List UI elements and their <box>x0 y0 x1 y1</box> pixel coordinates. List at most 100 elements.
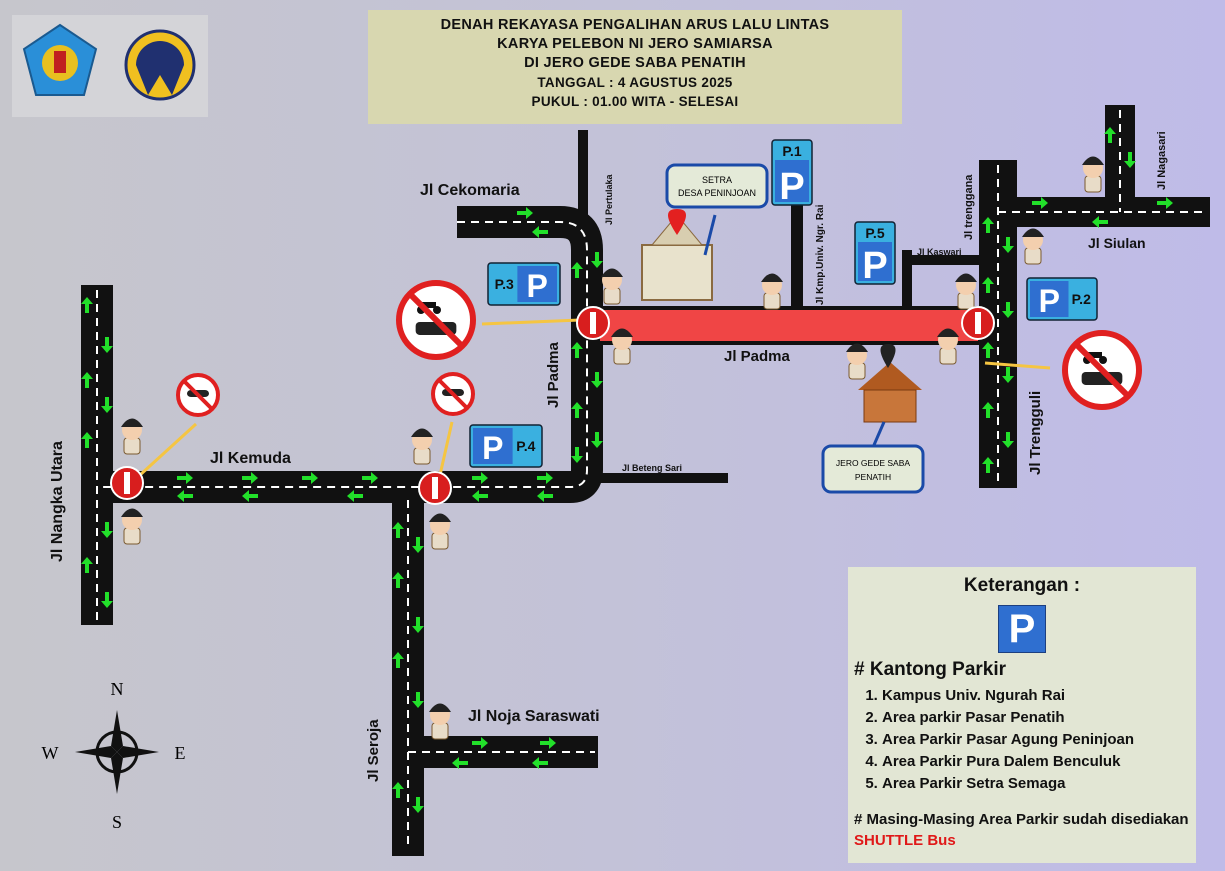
police-officer-icon <box>955 273 977 310</box>
direction-arrow-icon <box>81 372 93 388</box>
direction-arrow-icon <box>1124 152 1136 168</box>
closed-road-jl-padma <box>596 306 982 345</box>
no-car-sign-icon <box>176 373 220 417</box>
label-jl-nagasari: Jl Nagasari <box>1156 131 1168 190</box>
direction-arrow-icon <box>591 372 603 388</box>
setra-label-box: SETRA DESA PENINJOAN <box>665 163 769 209</box>
direction-arrow-icon <box>1002 432 1014 448</box>
direction-arrow-icon <box>537 472 553 484</box>
parking-list-item: Area Parkir Pasar Agung Peninjoan <box>882 729 1196 751</box>
direction-arrow-icon <box>1002 302 1014 318</box>
label-jl-trenggana: Jl trenggana <box>963 174 975 240</box>
direction-arrow-icon <box>1002 237 1014 253</box>
label-jl-pertulaka: Jl Pertulaka <box>604 173 614 225</box>
police-officer-icon <box>937 328 959 365</box>
label-jl-padma-vertical: Jl Padma <box>545 341 562 408</box>
direction-arrow-icon <box>472 737 488 749</box>
police-officer-icon <box>429 703 451 740</box>
direction-arrow-icon <box>177 472 193 484</box>
direction-arrow-icon <box>392 782 404 798</box>
title-line-3: DI JERO GEDE SABA PENATIH <box>524 55 746 71</box>
direction-arrow-icon <box>362 472 378 484</box>
label-jl-kmp-univ: Jl Kmp.Univ. Ngr. Rai <box>815 204 826 305</box>
direction-arrow-icon <box>392 652 404 668</box>
label-jl-kaswari: Jl Kaswari <box>917 247 962 257</box>
shuttle-bus-highlight: SHUTTLE Bus <box>854 832 956 849</box>
label-jl-trengguli: Jl Trengguli <box>1027 391 1044 475</box>
police-officer-icon <box>1082 156 1104 193</box>
label-jl-cekomaria: Jl Cekomaria <box>420 182 520 199</box>
police-officer-icon <box>601 268 623 305</box>
logos <box>22 23 196 101</box>
event-date: TANGGAL : 4 AGUSTUS 2025 <box>537 75 733 90</box>
label-jl-padma-horizontal: Jl Padma <box>724 348 791 365</box>
direction-arrow-icon <box>532 757 548 769</box>
shuttle-note: # Masing-Masing Area Parkir sudah disedi… <box>854 809 1196 851</box>
direction-arrow-icon <box>540 737 556 749</box>
compass-n: N <box>111 679 124 699</box>
direction-arrow-icon <box>1002 367 1014 383</box>
direction-arrow-icon <box>517 207 533 219</box>
legend-heading: Keterangan : <box>963 575 1081 596</box>
direction-arrow-icon <box>472 472 488 484</box>
no-car-motorcycle-sign-icon <box>1062 330 1142 410</box>
direction-arrow-icon <box>982 277 994 293</box>
parking-sign-p1: PP.1 <box>771 139 813 208</box>
no-entry-sign-icon <box>961 306 995 340</box>
no-car-sign-icon <box>431 372 475 416</box>
parking-label: P.3 <box>495 276 514 292</box>
direction-arrow-icon <box>472 490 488 502</box>
parking-label: P.5 <box>865 225 884 241</box>
direction-arrow-icon <box>347 490 363 502</box>
parking-symbol: P <box>1039 283 1060 319</box>
no-entry-sign-icon <box>418 471 452 505</box>
label-jl-beteng-sari: Jl Beteng Sari <box>622 463 682 473</box>
direction-arrow-icon <box>571 447 583 463</box>
direction-arrow-icon <box>392 572 404 588</box>
compass-w: W <box>42 743 59 763</box>
setra-label-2: DESA PENINJOAN <box>678 188 756 198</box>
police-officer-icon <box>411 428 433 465</box>
direction-arrow-icon <box>591 252 603 268</box>
pointer-arrow <box>703 214 717 256</box>
jero-gede-icon <box>858 344 922 423</box>
direction-arrow-icon <box>177 490 193 502</box>
parking-list: Kampus Univ. Ngurah Rai Area parkir Pasa… <box>848 685 1196 795</box>
direction-arrows <box>81 127 1173 813</box>
direction-arrow-icon <box>982 402 994 418</box>
logo-panel <box>12 15 208 117</box>
police-officer-icon <box>121 418 143 455</box>
direction-arrow-icon <box>81 297 93 313</box>
legend-kantong-parkir: # Kantong Parkir <box>854 659 1007 680</box>
direction-arrow-icon <box>392 522 404 538</box>
direction-arrow-icon <box>982 217 994 233</box>
parking-sign-p5: P P.5 <box>854 221 896 287</box>
direction-arrow-icon <box>982 342 994 358</box>
label-jl-noja-saraswati: Jl Noja Saraswati <box>468 708 600 725</box>
parking-sign-p4: P P.4 <box>469 424 543 468</box>
direction-arrow-icon <box>101 592 113 608</box>
location-pin-icon <box>880 344 896 368</box>
direction-arrow-icon <box>537 490 553 502</box>
parking-label: P.4 <box>516 438 535 454</box>
title-line-2: KARYA PELEBON NI JERO SAMIARSA <box>497 36 773 52</box>
direction-arrow-icon <box>571 262 583 278</box>
direction-arrow-icon <box>412 617 424 633</box>
location-pin-icon <box>668 209 686 235</box>
pointer-arrow <box>872 421 886 446</box>
parking-label: P.1 <box>782 143 801 159</box>
direction-arrow-icon <box>591 432 603 448</box>
direction-arrow-icon <box>412 537 424 553</box>
parking-list-item: Area Parkir Pura Dalem Benculuk <box>882 751 1196 773</box>
direction-arrow-icon <box>452 757 468 769</box>
direction-arrow-icon <box>101 522 113 538</box>
direction-arrow-icon <box>101 397 113 413</box>
parking-list-item: Kampus Univ. Ngurah Rai <box>882 685 1196 707</box>
parking-symbol: P <box>482 430 503 466</box>
no-entry-signs <box>110 306 995 505</box>
parking-list-item: Area Parkir Setra Semaga <box>882 773 1196 795</box>
parking-symbol: P <box>862 245 887 287</box>
